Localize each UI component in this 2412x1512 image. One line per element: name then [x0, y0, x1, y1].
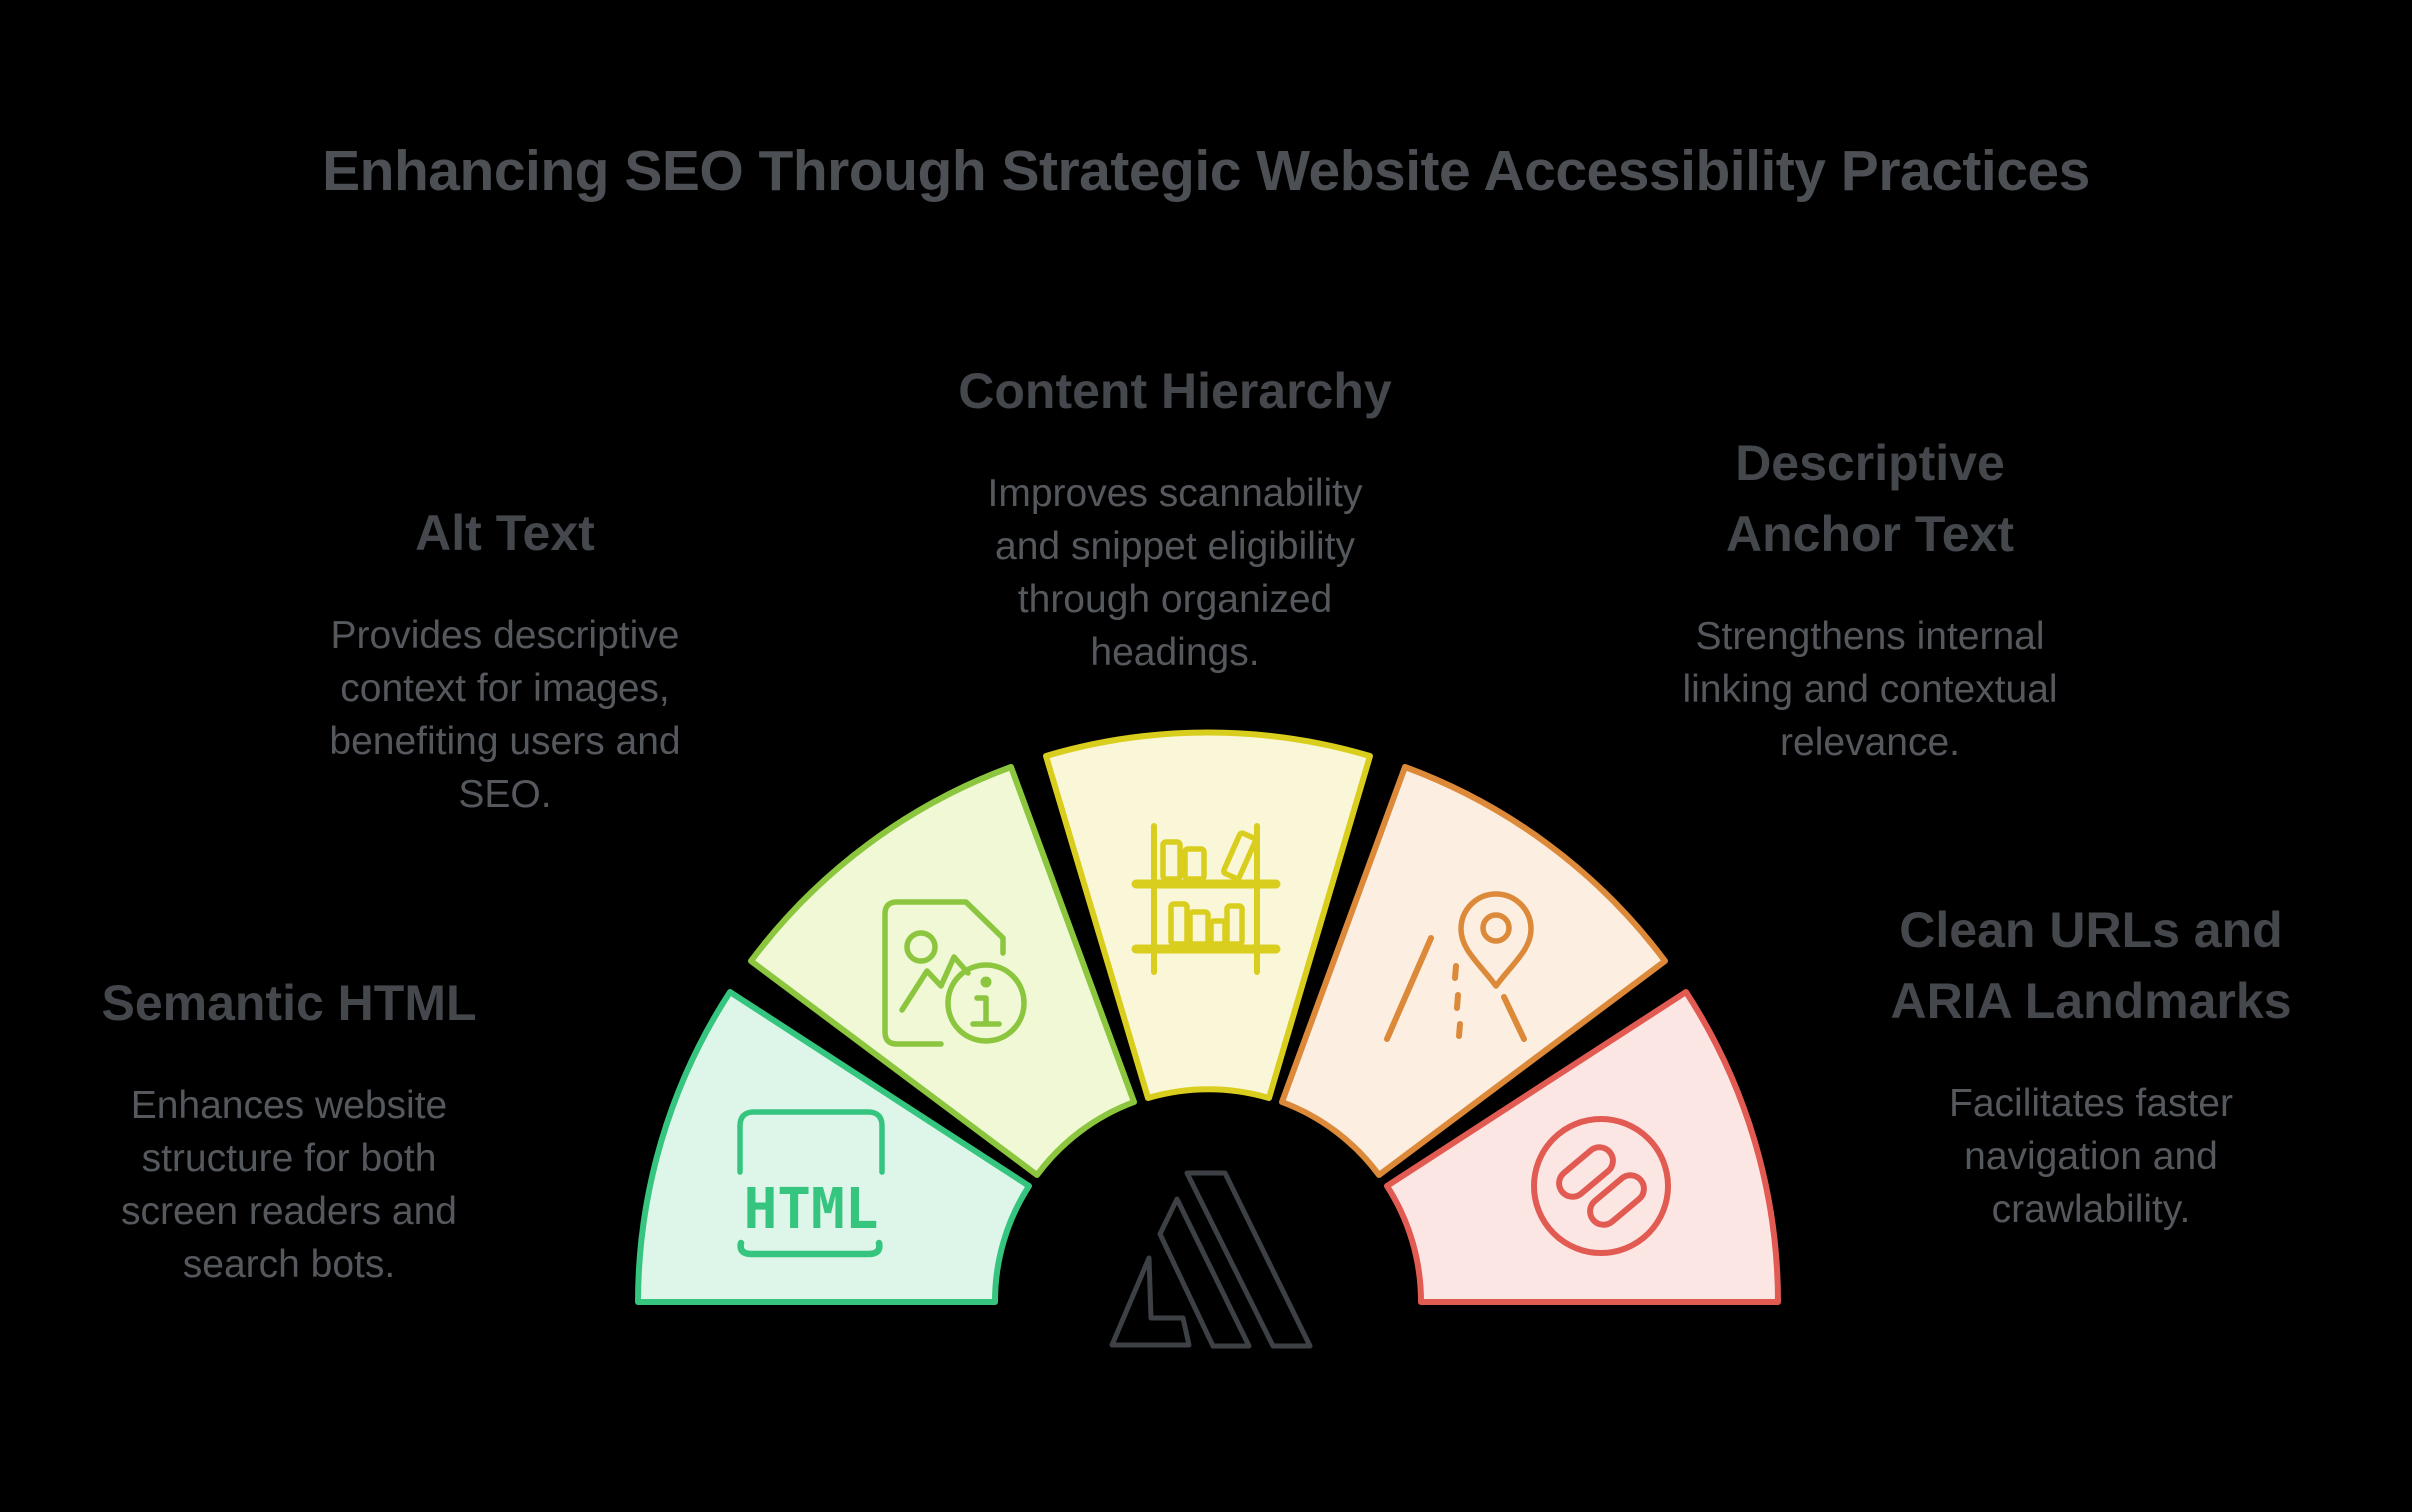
segment-descriptive-anchor-text [1279, 764, 1668, 1178]
chain-link-icon [1531, 1116, 1671, 1256]
section-heading: Semantic HTML [101, 975, 477, 1031]
image-info-icon [882, 899, 1027, 1047]
bookshelf-icon [1131, 823, 1281, 975]
svg-text:HTML: HTML [744, 1177, 879, 1242]
section-heading: Alt Text [415, 505, 595, 561]
brand-triangle-logo [1109, 1170, 1313, 1349]
page-title: Enhancing SEO Through Strategic Website … [322, 139, 2090, 203]
segment-semantic-html [635, 989, 1032, 1305]
html-window-icon: HTML [737, 1109, 885, 1258]
segment-clean-urls-aria [1384, 989, 1781, 1305]
location-route-icon [1384, 891, 1534, 1042]
section-heading: Content Hierarchy [958, 363, 1392, 419]
segment-alt-text [748, 764, 1137, 1178]
